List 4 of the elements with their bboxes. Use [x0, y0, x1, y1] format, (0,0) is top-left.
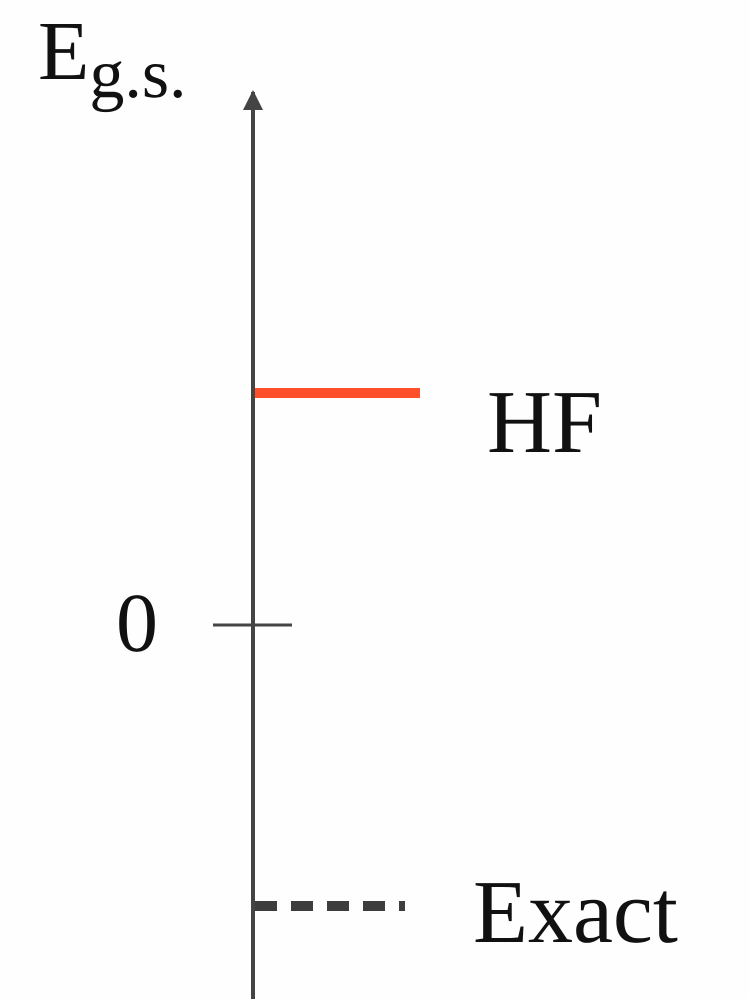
- axis-label: E$_{g.s.}$: [38, 10, 187, 110]
- level-label: Exact: [473, 868, 678, 958]
- level-label: HF: [487, 378, 602, 468]
- tick-label: 0: [116, 582, 158, 666]
